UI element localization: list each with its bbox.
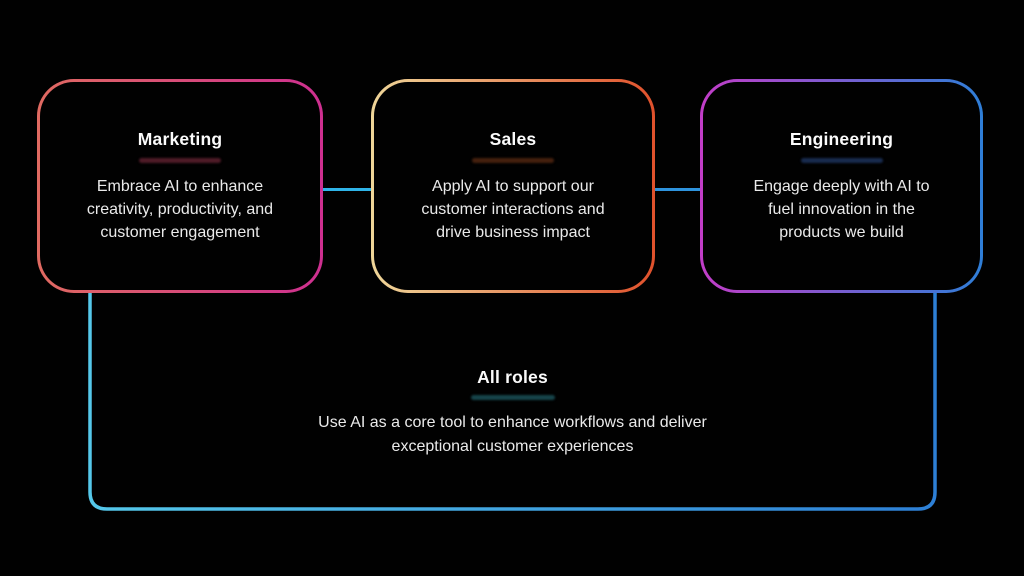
card-body-all-roles: Use AI as a core tool to enhance workflo… — [318, 414, 707, 455]
card-title-sales: Sales — [489, 129, 537, 149]
card-body-sales: Apply AI to support our customer interac… — [421, 178, 605, 241]
title-underline-marketing — [139, 158, 221, 163]
connector-sales-engineering — [654, 188, 701, 191]
card-title-marketing: Marketing — [137, 129, 223, 149]
card-marketing: Marketing Embrace AI to enhance creativi… — [37, 79, 323, 293]
title-underline-all-roles — [470, 395, 555, 400]
card-sales: Sales Apply AI to support our customer i… — [371, 79, 655, 293]
card-body-marketing: Embrace AI to enhance creativity, produc… — [86, 178, 274, 241]
card-title-all-roles: All roles — [477, 367, 548, 387]
card-title-engineering: Engineering — [789, 129, 894, 149]
title-underline-engineering — [800, 158, 883, 163]
card-sales-inner: Sales Apply AI to support our customer i… — [374, 82, 652, 290]
card-engineering-inner: Engineering Engage deeply with AI to fue… — [703, 82, 980, 290]
connector-marketing-sales — [322, 188, 371, 191]
card-marketing-inner: Marketing Embrace AI to enhance creativi… — [40, 82, 320, 290]
all-roles-section: All roles Use AI as a core tool to enhan… — [90, 366, 935, 459]
title-underline-sales — [472, 158, 554, 163]
card-engineering: Engineering Engage deeply with AI to fue… — [700, 79, 983, 293]
card-body-engineering: Engage deeply with AI to fuel innovation… — [753, 178, 930, 241]
